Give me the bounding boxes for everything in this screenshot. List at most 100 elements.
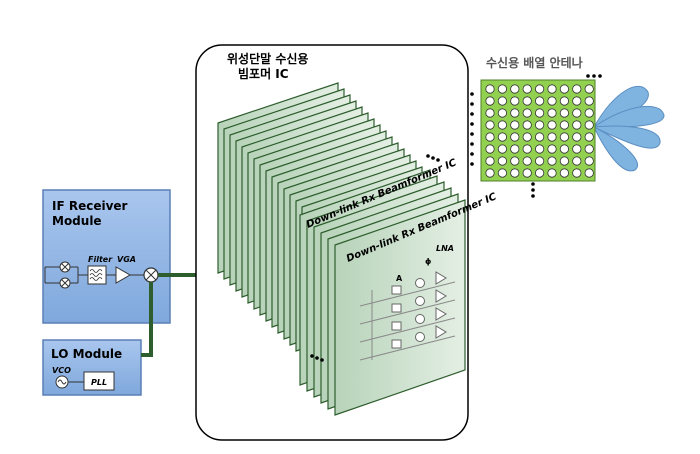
beam-lobe-3 bbox=[592, 125, 661, 149]
antenna-element bbox=[584, 120, 594, 130]
if-module-title-line2: Module bbox=[52, 214, 102, 228]
if-mixer-2-icon bbox=[59, 277, 71, 289]
antenna-element bbox=[584, 84, 594, 94]
antenna-element bbox=[485, 156, 495, 166]
pll-block bbox=[83, 371, 115, 391]
antenna-element bbox=[534, 144, 545, 154]
lo-module-title: LO Module bbox=[51, 347, 122, 361]
antenna-element bbox=[510, 156, 520, 166]
antenna-element bbox=[485, 84, 495, 94]
vco-label: VCO bbox=[52, 366, 71, 375]
chip-channel-2 bbox=[359, 307, 456, 343]
antenna-element bbox=[559, 156, 570, 166]
antenna-element bbox=[510, 120, 520, 130]
antenna-element bbox=[559, 120, 570, 130]
antenna-element bbox=[497, 120, 507, 130]
antenna-element bbox=[584, 168, 594, 178]
ic-group-title-line2: 빔포머 IC bbox=[238, 66, 289, 81]
lo-module: LO Module VCO PLL bbox=[42, 339, 142, 396]
antenna-element bbox=[497, 132, 507, 142]
antenna-element bbox=[485, 96, 495, 106]
antenna-element bbox=[584, 132, 594, 142]
antenna-element bbox=[559, 96, 570, 106]
antenna-element bbox=[584, 144, 594, 154]
chip-channel-1 bbox=[359, 289, 456, 325]
antenna-element bbox=[485, 144, 495, 154]
antenna-element bbox=[547, 96, 557, 106]
antenna-element bbox=[559, 132, 570, 142]
antenna-element bbox=[559, 144, 570, 154]
antenna-element bbox=[584, 108, 594, 118]
antenna-element bbox=[547, 108, 557, 118]
antenna-element bbox=[497, 108, 507, 118]
antenna-element bbox=[497, 84, 507, 94]
antenna-element bbox=[485, 168, 495, 178]
antenna-element bbox=[497, 144, 507, 154]
antenna-element bbox=[559, 168, 570, 178]
antenna-panel bbox=[480, 79, 596, 182]
antenna-element bbox=[510, 96, 520, 106]
antenna-element bbox=[572, 144, 582, 154]
front-chip-label-lna: LNA bbox=[436, 244, 454, 253]
lo-to-mixer-trace bbox=[141, 282, 153, 357]
antenna-element bbox=[547, 132, 557, 142]
receive-array-antenna: 수신용 배열 안테나 bbox=[470, 55, 665, 198]
antenna-element bbox=[547, 156, 557, 166]
antenna-element bbox=[572, 168, 582, 178]
antenna-element bbox=[534, 120, 545, 130]
antenna-element bbox=[547, 120, 557, 130]
antenna-element bbox=[534, 132, 545, 142]
antenna-element bbox=[510, 108, 520, 118]
antenna-element bbox=[584, 96, 594, 106]
vco-icon bbox=[55, 375, 69, 389]
antenna-element bbox=[547, 84, 557, 94]
antenna-element bbox=[572, 96, 582, 106]
antenna-element-grid bbox=[485, 84, 594, 178]
antenna-element bbox=[572, 108, 582, 118]
if-main-mixer-icon bbox=[143, 267, 159, 283]
antenna-element bbox=[534, 168, 545, 178]
antenna-element bbox=[485, 132, 495, 142]
antenna-element bbox=[572, 132, 582, 142]
chip-channel-0 bbox=[359, 271, 456, 307]
antenna-element bbox=[497, 168, 507, 178]
antenna-element bbox=[510, 144, 520, 154]
antenna-element bbox=[522, 108, 532, 118]
front-chip-channels bbox=[359, 271, 456, 361]
antenna-element bbox=[522, 144, 532, 154]
antenna-element bbox=[572, 120, 582, 130]
antenna-element bbox=[534, 84, 545, 94]
filter-label: Filter bbox=[88, 255, 113, 264]
antenna-element bbox=[510, 168, 520, 178]
antenna-title: 수신용 배열 안테나 bbox=[486, 55, 583, 70]
front-chip-label-a: A bbox=[396, 274, 403, 283]
front-chip-label-phi: ϕ bbox=[425, 257, 431, 266]
antenna-element bbox=[497, 96, 507, 106]
antenna-element bbox=[510, 84, 520, 94]
antenna-element bbox=[522, 84, 532, 94]
if-module-title-line1: IF Receiver bbox=[52, 199, 128, 213]
antenna-element bbox=[510, 132, 520, 142]
antenna-element bbox=[522, 168, 532, 178]
beamformer-chip-stack bbox=[217, 82, 466, 416]
antenna-element bbox=[572, 84, 582, 94]
vga-amplifier-icon bbox=[115, 266, 132, 284]
antenna-element bbox=[559, 108, 570, 118]
antenna-element bbox=[522, 156, 532, 166]
antenna-element bbox=[534, 156, 545, 166]
pll-label: PLL bbox=[91, 378, 107, 387]
antenna-element bbox=[559, 84, 570, 94]
antenna-element bbox=[534, 108, 545, 118]
antenna-element bbox=[584, 156, 594, 166]
stack-ellipsis-dots bbox=[310, 154, 440, 362]
chip-channel-3 bbox=[359, 325, 456, 361]
antenna-element bbox=[534, 96, 545, 106]
antenna-edge-dots bbox=[470, 74, 602, 198]
antenna-element bbox=[485, 120, 495, 130]
antenna-element bbox=[522, 96, 532, 106]
antenna-element bbox=[522, 132, 532, 142]
antenna-element bbox=[572, 156, 582, 166]
antenna-element bbox=[522, 120, 532, 130]
if-mixer-1-icon bbox=[59, 261, 71, 273]
